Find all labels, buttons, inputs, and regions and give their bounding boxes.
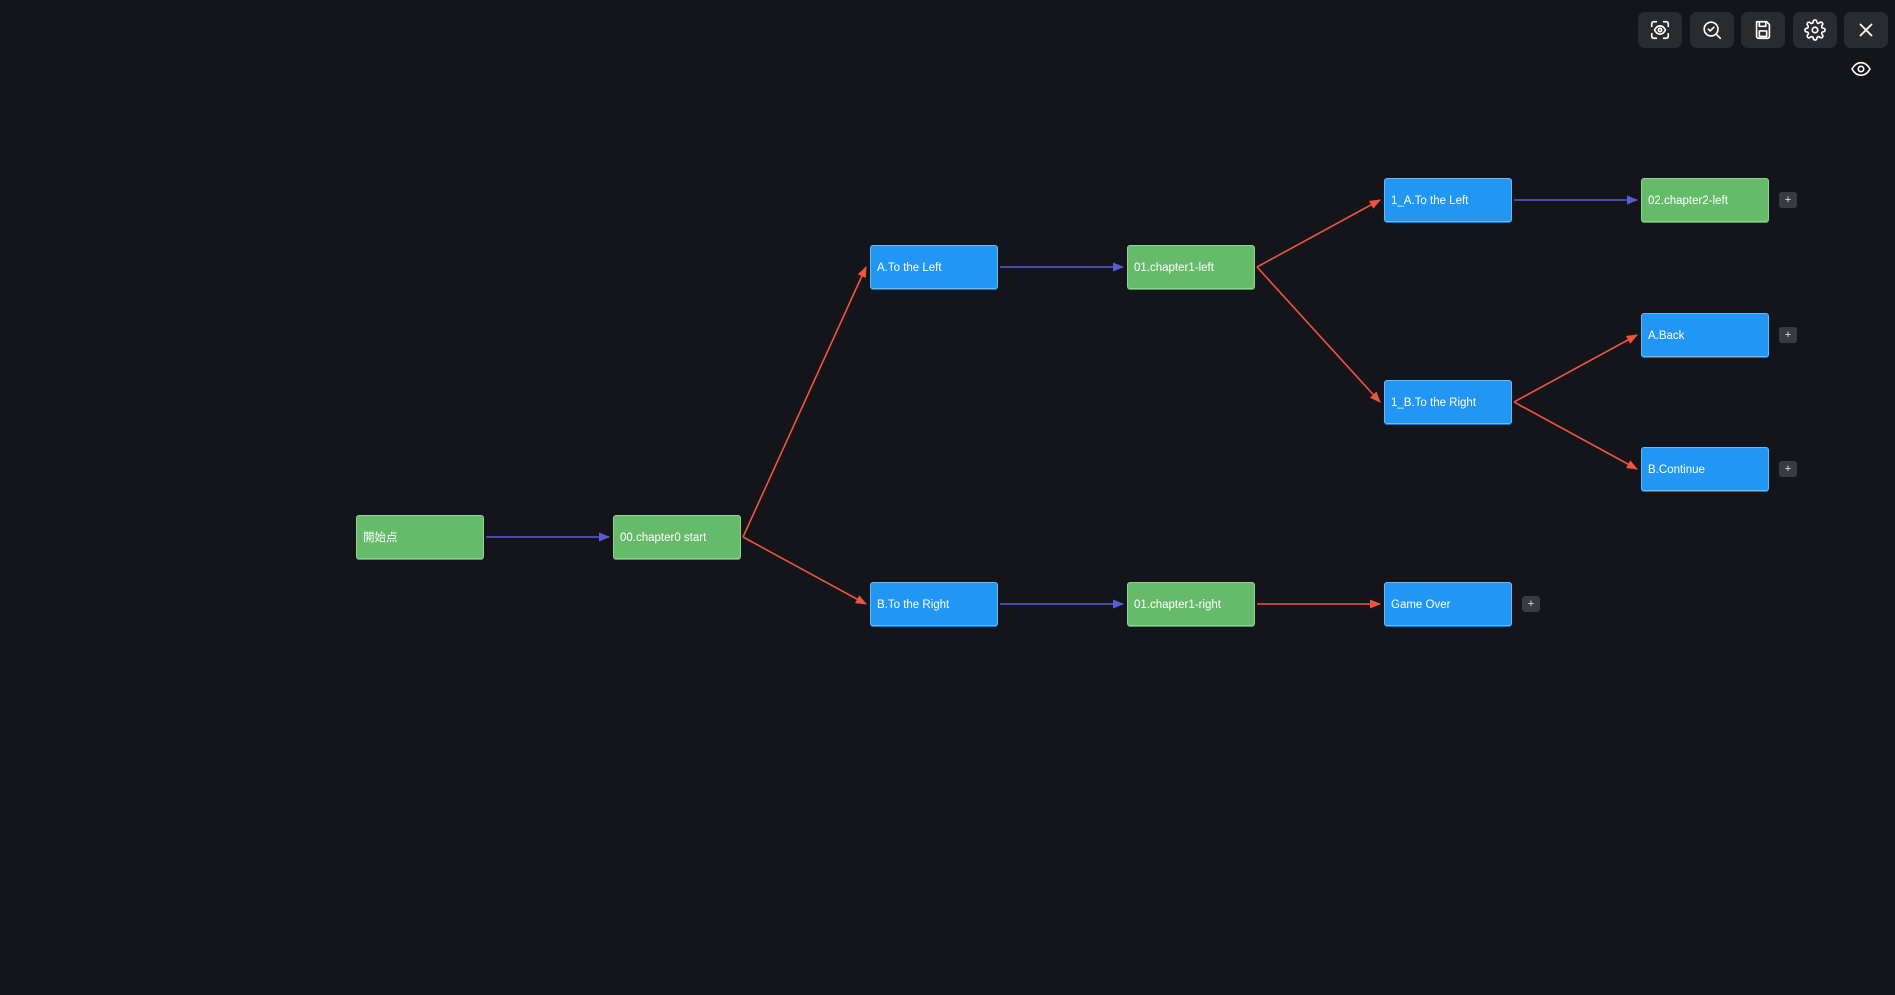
node-ch2-left[interactable]: 02.chapter2-left xyxy=(1641,178,1769,222)
node-game-over[interactable]: Game Over xyxy=(1384,582,1512,626)
visibility-toggle-button[interactable] xyxy=(1848,58,1874,80)
node-ch1-right[interactable]: 01.chapter1-right xyxy=(1127,582,1255,626)
node-label: 開始点 xyxy=(363,532,398,544)
gear-icon xyxy=(1804,19,1826,41)
node-label: 00.chapter0 start xyxy=(620,532,707,544)
node-label: 1_A.To the Left xyxy=(1391,195,1469,207)
edge-ch0-to-a-left[interactable] xyxy=(742,265,867,538)
node-b-right[interactable]: B.To the Right xyxy=(870,582,998,626)
node-label: 02.chapter2-left xyxy=(1648,195,1728,207)
save-button[interactable] xyxy=(1741,12,1785,48)
node-1a-left[interactable]: 1_A.To the Left xyxy=(1384,178,1512,222)
search-check-icon xyxy=(1703,21,1722,40)
close-button[interactable] xyxy=(1844,12,1888,48)
node-1b-right[interactable]: 1_B.To the Right xyxy=(1384,380,1512,424)
add-node-button[interactable]: + xyxy=(1522,596,1540,612)
save-icon xyxy=(1755,20,1771,40)
scan-eye-icon xyxy=(1650,20,1670,40)
edge-ch1-left-to-1b-right[interactable] xyxy=(1256,266,1381,403)
node-label: A.Back xyxy=(1648,330,1685,342)
node-b-continue[interactable]: B.Continue xyxy=(1641,447,1769,491)
node-ch1-left[interactable]: 01.chapter1-left xyxy=(1127,245,1255,289)
eye-icon xyxy=(1851,61,1871,77)
node-start[interactable]: 開始点 xyxy=(356,515,484,559)
focus-view-button[interactable] xyxy=(1638,12,1682,48)
zoom-fit-button[interactable] xyxy=(1690,12,1734,48)
node-label: Game Over xyxy=(1391,599,1451,611)
add-node-button[interactable]: + xyxy=(1779,327,1797,343)
settings-button[interactable] xyxy=(1793,12,1837,48)
edge-1b-right-to-a-back[interactable] xyxy=(1513,334,1638,403)
node-label: 01.chapter1-right xyxy=(1134,599,1221,611)
node-label: 01.chapter1-left xyxy=(1134,262,1214,274)
add-node-button[interactable]: + xyxy=(1779,461,1797,477)
node-label: A.To the Left xyxy=(877,262,942,274)
node-a-back[interactable]: A.Back xyxy=(1641,313,1769,357)
edge-ch1-left-to-1a-left[interactable] xyxy=(1256,199,1381,268)
node-label: B.To the Right xyxy=(877,599,950,611)
edge-ch0-to-b-right[interactable] xyxy=(742,536,867,605)
node-label: 1_B.To the Right xyxy=(1391,397,1477,409)
edge-1b-right-to-b-continue[interactable] xyxy=(1513,401,1638,470)
close-icon xyxy=(1859,23,1873,37)
add-node-button[interactable]: + xyxy=(1779,192,1797,208)
node-ch0[interactable]: 00.chapter0 start xyxy=(613,515,741,559)
node-a-left[interactable]: A.To the Left xyxy=(870,245,998,289)
node-label: B.Continue xyxy=(1648,464,1705,476)
